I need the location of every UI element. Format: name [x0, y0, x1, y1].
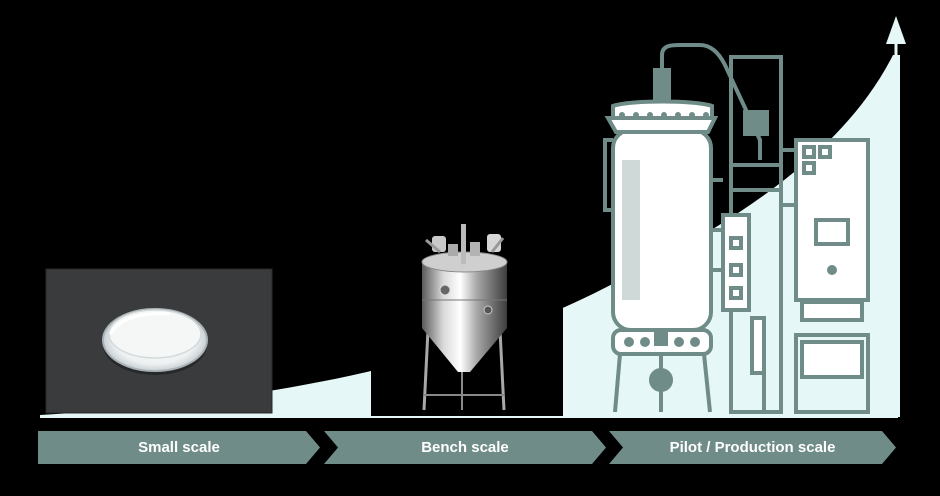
stage-arrow-small-scale: Small scale — [38, 431, 320, 464]
stage-label-pilot-production-scale: Pilot / Production scale — [669, 439, 836, 456]
chevron-arrow-shape — [324, 431, 606, 464]
stage-label-small-scale: Small scale — [138, 439, 220, 456]
stage-arrow-bench-scale: Bench scale — [324, 431, 606, 464]
chevron-arrow-shape — [38, 431, 320, 464]
petri-dish-photo — [45, 268, 273, 414]
production-bioreactor-illustration — [603, 43, 870, 414]
stage-arrow-pilot-production-scale: Pilot / Production scale — [609, 431, 896, 464]
vertical-axis-arrow — [886, 16, 906, 417]
chevron-arrow-shape — [609, 431, 896, 464]
stage-label-bench-scale: Bench scale — [421, 439, 509, 456]
stainless-fermenter-photo — [371, 222, 563, 416]
